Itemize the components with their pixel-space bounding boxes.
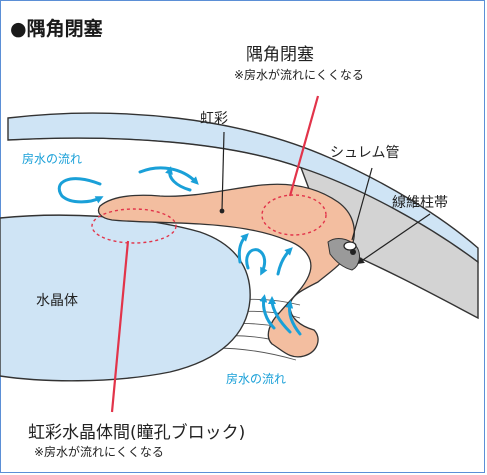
angle-closure-label: 隅角閉塞 <box>246 40 314 65</box>
schlemm-canal-label: シュレム管 <box>330 142 399 162</box>
aqueous-flow-label-lower: 房水の流れ <box>226 370 286 387</box>
trabecular-meshwork-label: 線維柱帯 <box>392 192 448 212</box>
lens-label: 水晶体 <box>36 290 78 310</box>
iris-pointer-dot <box>220 209 225 214</box>
iris-label: 虹彩 <box>200 108 228 128</box>
pupil-block-note: ※房水が流れにくくなる <box>34 443 164 460</box>
schlemm-canal <box>344 242 356 250</box>
pupil-block-label: 虹彩水晶体間(瞳孔ブロック) <box>28 418 245 443</box>
schlemm-canal-dot <box>350 249 356 255</box>
aqueous-flow-label-upper: 房水の流れ <box>22 150 82 167</box>
diagram-title: ●隅角閉塞 <box>10 14 103 41</box>
angle-closure-note: ※房水が流れにくくなる <box>234 66 364 83</box>
